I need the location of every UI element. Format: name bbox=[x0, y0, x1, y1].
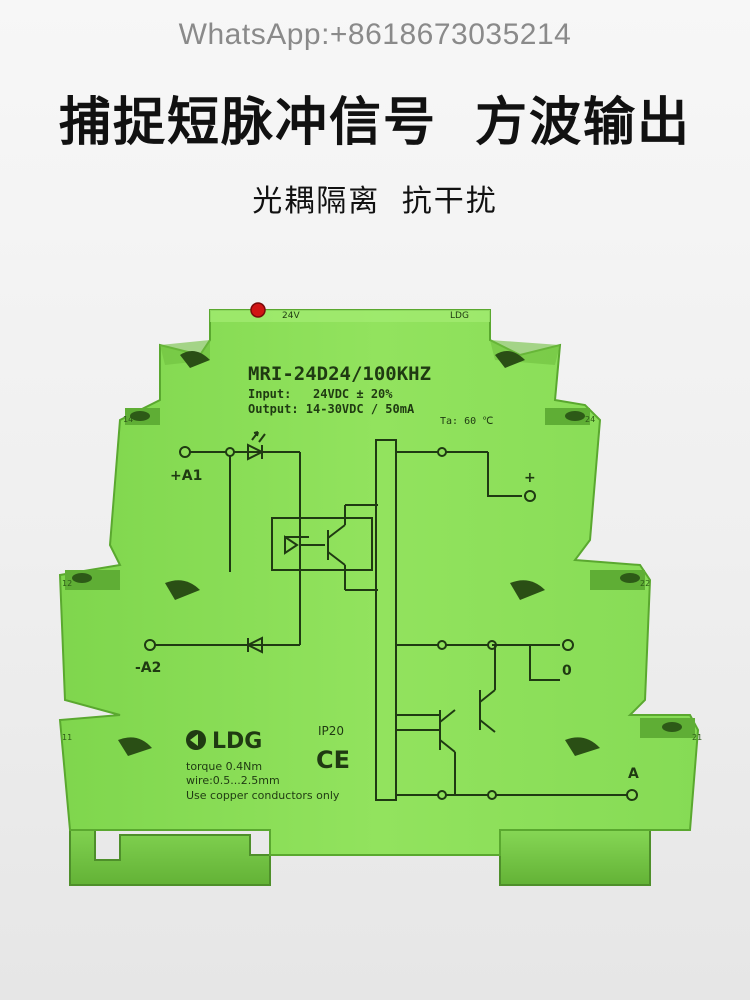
ce-mark: CE bbox=[316, 746, 350, 774]
circuit-diagram bbox=[144, 431, 638, 801]
top-tag-24v: 24V bbox=[282, 311, 300, 321]
terminal-label-plus: + bbox=[524, 470, 536, 486]
side-mark-14: 14 bbox=[123, 415, 133, 424]
ip-rating: IP20 bbox=[318, 724, 344, 738]
terminal-screws bbox=[65, 351, 695, 756]
brand-logo-icon bbox=[186, 730, 206, 750]
ambient-temp: Ta: 60 ℃ bbox=[440, 416, 493, 427]
relay-module-product: 14 24 12 22 11 21 24V LDG MRI-24D24/100K… bbox=[58, 302, 702, 886]
watermark-text: WhatsApp:+8618673035214 bbox=[178, 18, 572, 51]
side-mark-12: 12 bbox=[62, 579, 72, 588]
torque-spec: torque 0.4Nm bbox=[186, 760, 262, 773]
wire-spec: wire:0.5...2.5mm bbox=[186, 774, 280, 787]
input-spec: Input: 24VDC ± 20% bbox=[248, 387, 393, 401]
side-mark-22: 22 bbox=[640, 579, 650, 588]
headline: 捕捉短脉冲信号 方波输出 bbox=[58, 93, 692, 153]
brand-name: LDG bbox=[212, 729, 262, 754]
side-mark-21: 21 bbox=[692, 733, 702, 742]
top-tag-brand: LDG bbox=[450, 311, 469, 321]
terminal-label-zero: 0 bbox=[562, 663, 572, 679]
model-number: MRI-24D24/100KHZ bbox=[248, 363, 431, 385]
terminal-label-a1: +A1 bbox=[170, 468, 202, 484]
output-spec: Output: 14-30VDC / 50mA bbox=[248, 402, 415, 416]
copper-note: Use copper conductors only bbox=[186, 789, 340, 802]
terminal-label-a2: -A2 bbox=[135, 660, 161, 676]
subline: 光耦隔离 抗干扰 bbox=[252, 184, 498, 219]
side-mark-11: 11 bbox=[62, 733, 72, 742]
terminal-label-a: A bbox=[628, 766, 639, 782]
side-mark-24: 24 bbox=[585, 415, 595, 424]
status-led bbox=[250, 302, 266, 318]
